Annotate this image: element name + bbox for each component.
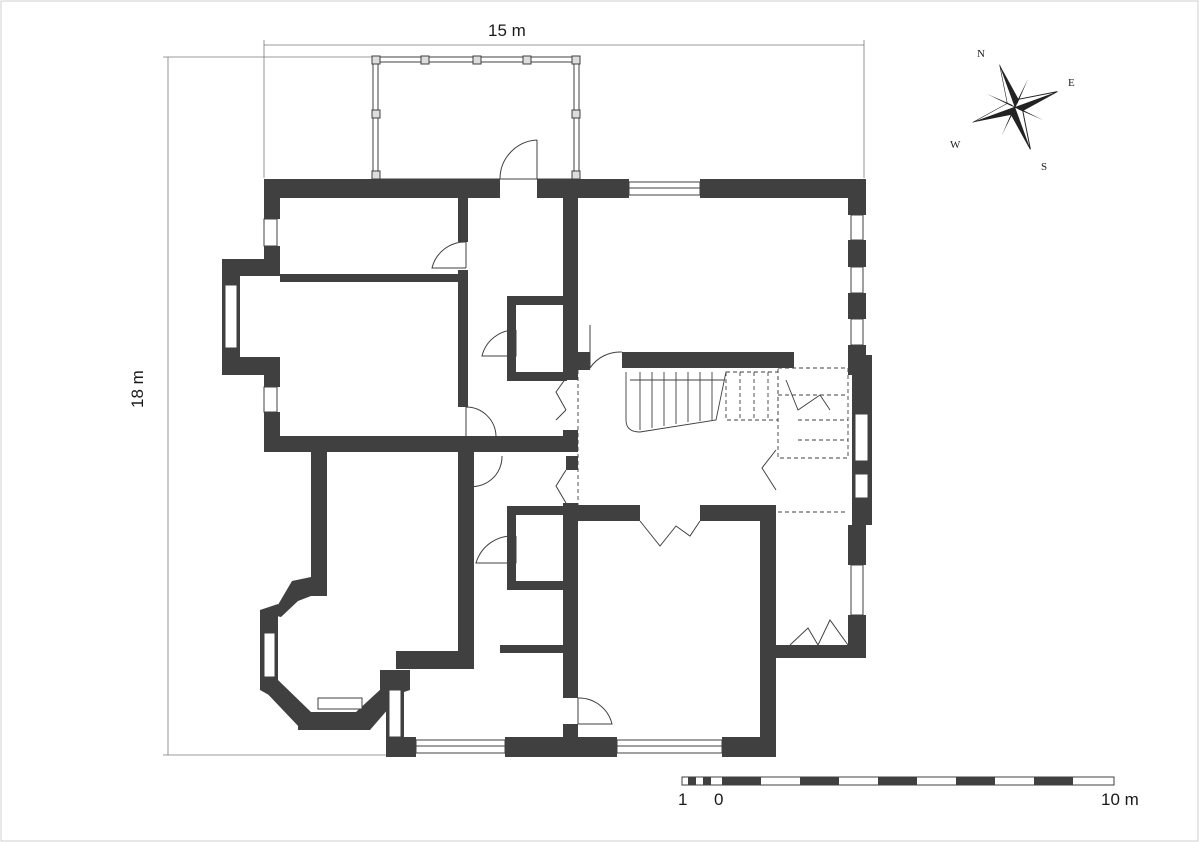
scale-label-ten: 10 m: [1101, 790, 1139, 809]
scale-label-zero: 0: [714, 790, 724, 809]
scale-label-one: 1: [678, 790, 688, 809]
compass-north-label: N: [977, 48, 985, 60]
scale-bar: [681, 776, 1115, 786]
veranda: [371, 55, 581, 180]
octagonal-bay: [260, 452, 474, 730]
dimension-lines: [163, 40, 865, 756]
windows: [224, 181, 869, 754]
height-dimension-label: 18 m: [128, 370, 147, 408]
doors: [431, 139, 849, 725]
compass-south-label: S: [1041, 161, 1047, 173]
compass-east-label: E: [1068, 77, 1075, 89]
compass-west-label: W: [950, 139, 961, 151]
interior-walls: [280, 198, 794, 757]
staircase: [577, 367, 849, 513]
compass-rose-icon: [972, 64, 1058, 150]
exterior-walls: [222, 179, 872, 757]
width-dimension-label: 15 m: [488, 21, 526, 40]
